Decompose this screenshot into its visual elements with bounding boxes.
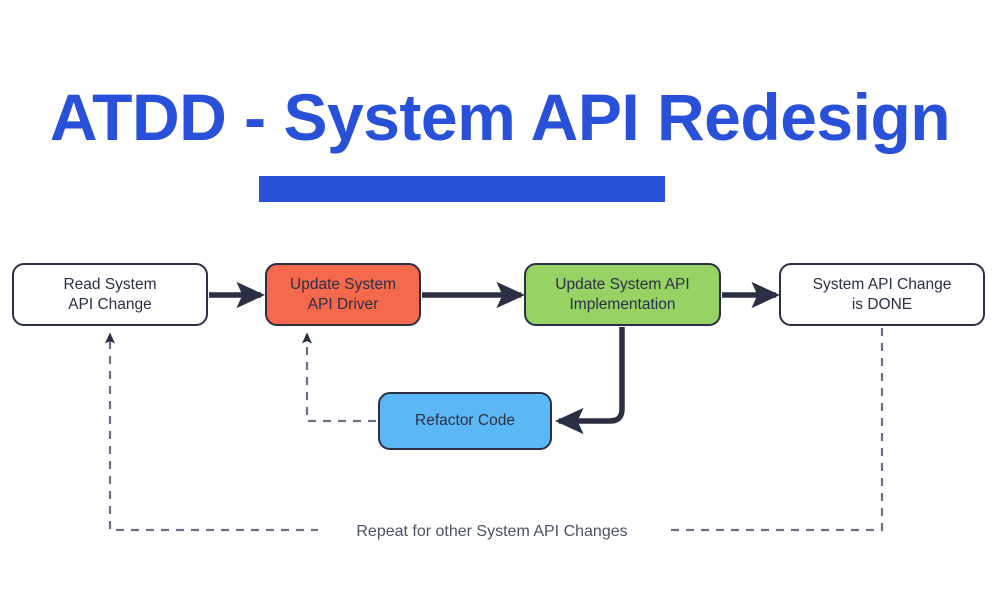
node-update-system-api-implementation[interactable]: Update System API Implementation — [524, 263, 721, 326]
node-update-system-api-driver[interactable]: Update System API Driver — [265, 263, 421, 326]
node-refactor-code[interactable]: Refactor Code — [378, 392, 552, 450]
edge-impl-to-refactor — [554, 327, 625, 435]
node-system-api-change-is-done[interactable]: System API Change is DONE — [779, 263, 985, 326]
node-read-system-api-change[interactable]: Read System API Change — [12, 263, 208, 326]
page-title: ATDD - System API Redesign — [49, 80, 951, 154]
repeat-loop-label: Repeat for other System API Changes — [318, 523, 666, 541]
edge-refactor-to-driver — [301, 332, 376, 423]
node-impl-label: Update System API Implementation — [555, 275, 690, 313]
title-underline-bar — [259, 176, 665, 202]
node-read-label: Read System API Change — [63, 275, 157, 313]
node-refactor-label: Refactor Code — [415, 412, 515, 430]
node-driver-label: Update System API Driver — [290, 275, 396, 313]
node-done-label: System API Change is DONE — [812, 275, 952, 313]
